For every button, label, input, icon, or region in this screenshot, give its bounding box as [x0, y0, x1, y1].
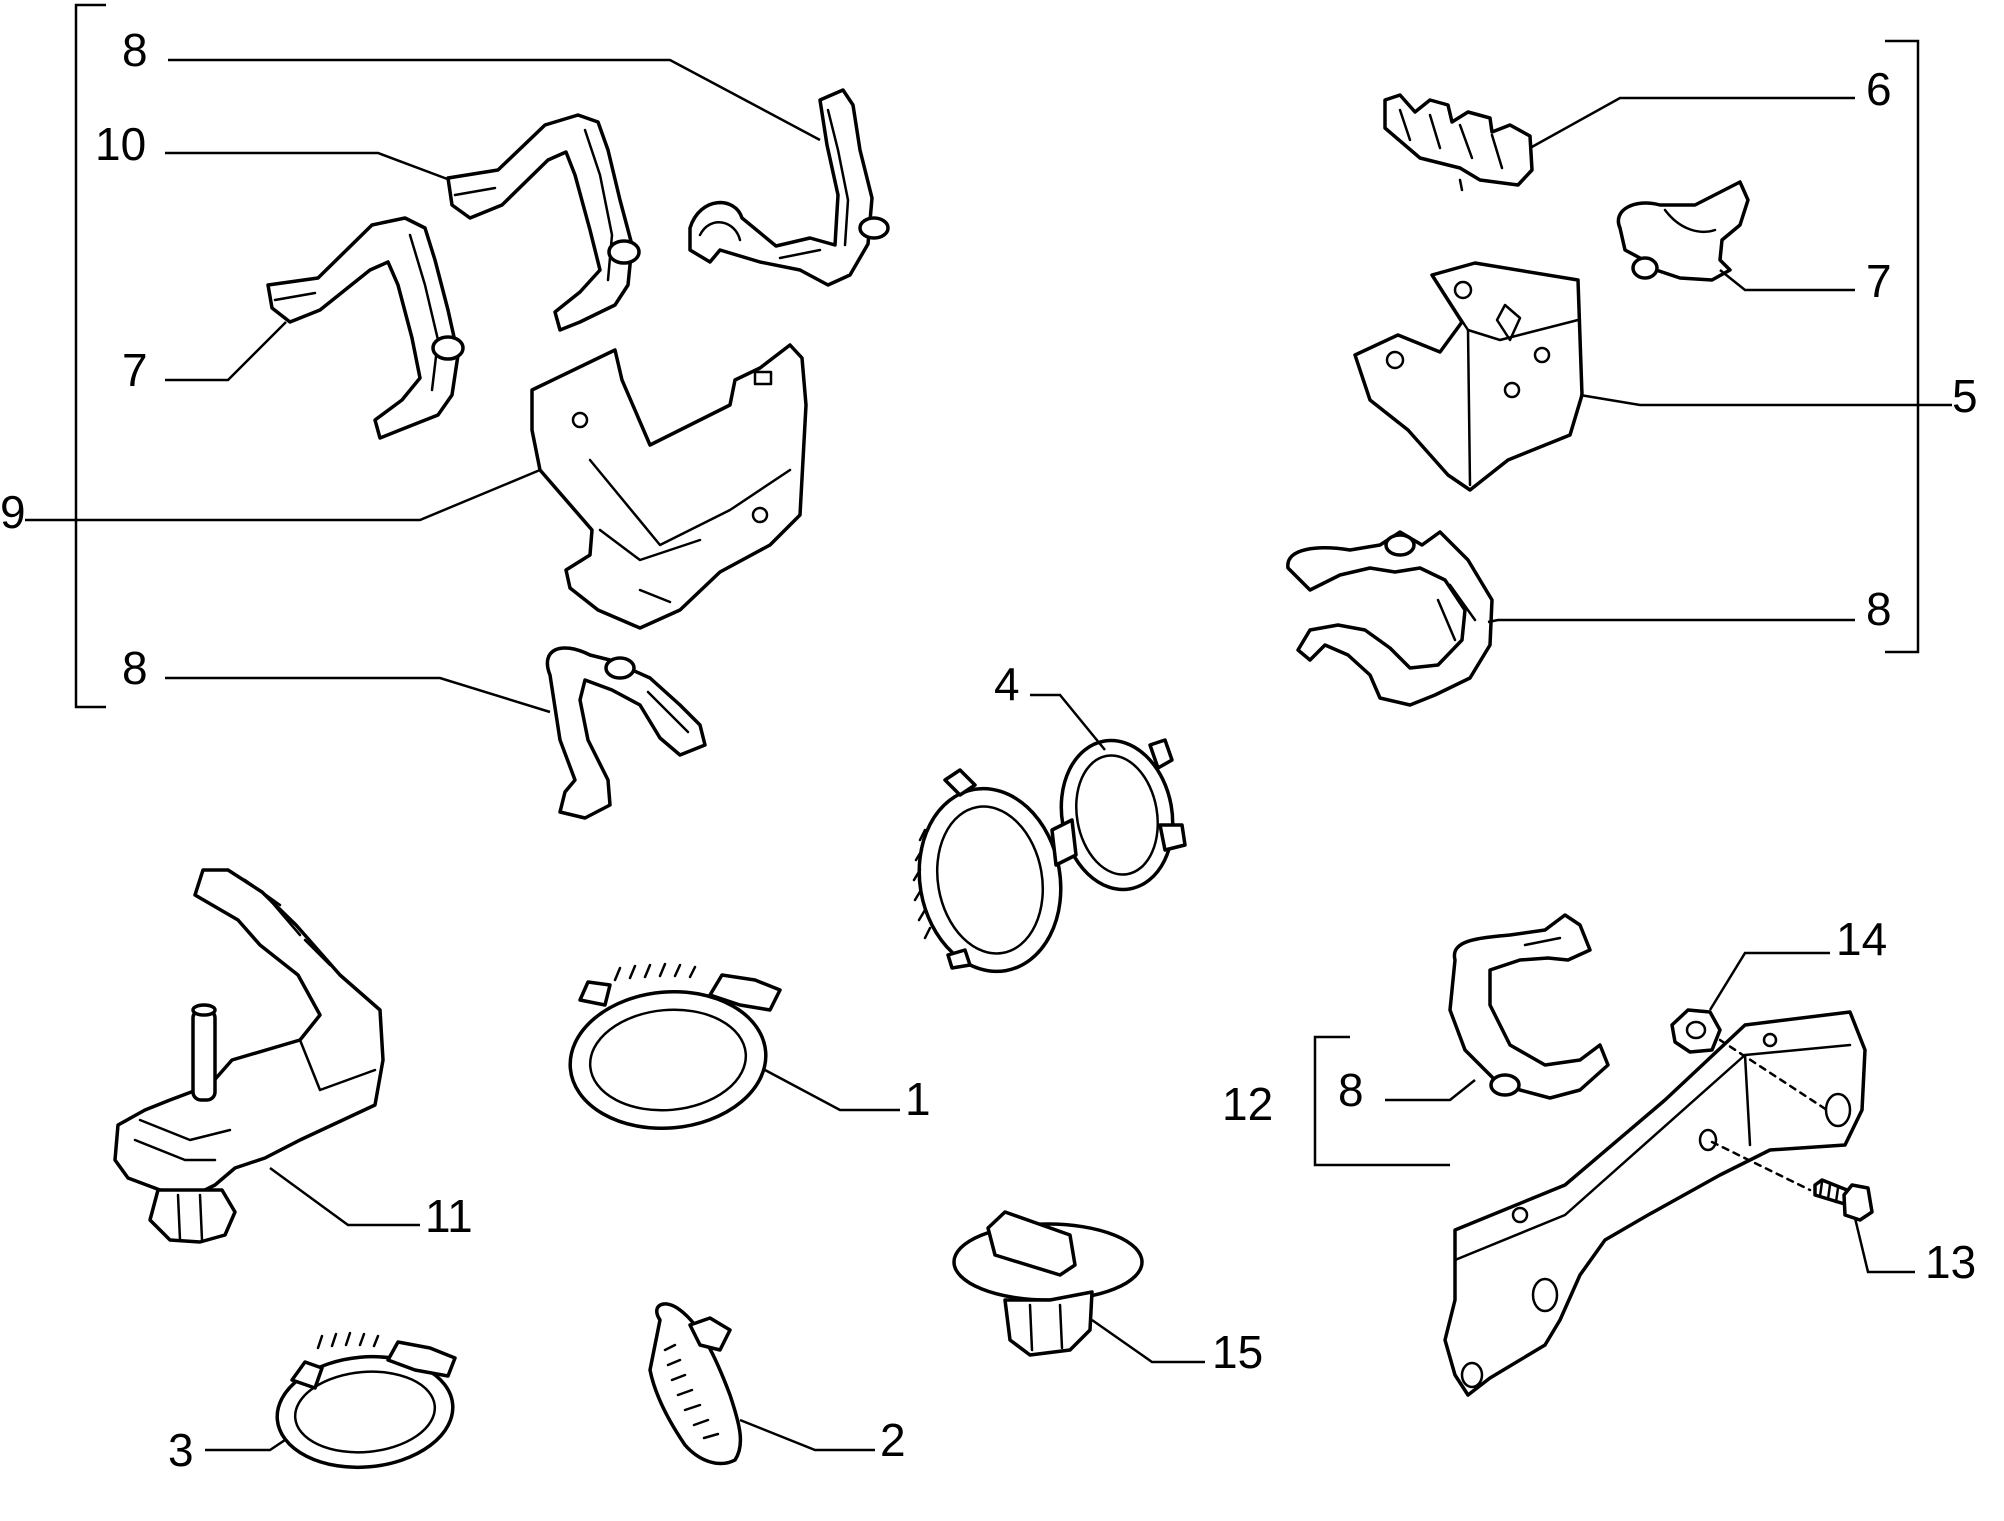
leader-lines [25, 58, 1952, 1452]
part-7-c-clip[interactable] [266, 216, 465, 440]
part-1-hose-clamp[interactable] [564, 962, 782, 1136]
callout-6: 6 [1866, 63, 1892, 115]
part-8-bottom-clip[interactable] [1448, 913, 1610, 1100]
callout-7-left: 7 [122, 344, 148, 396]
callout-9: 9 [0, 486, 26, 538]
part-10-c-clip[interactable] [446, 113, 641, 332]
group-bracket-5 [1885, 39, 1920, 654]
callout-8-right: 8 [1866, 583, 1892, 635]
part-8-left-clip[interactable] [545, 646, 707, 820]
part-4-double-ring[interactable] [905, 732, 1187, 983]
part-14-nut[interactable] [1670, 1008, 1722, 1054]
callout-8-bottom: 8 [1338, 1064, 1364, 1116]
group-bracket-12 [1313, 1035, 1450, 1167]
part-13-bolt[interactable] [1813, 1178, 1874, 1222]
part-3-small-hose-clamp[interactable] [273, 1331, 458, 1474]
callout-8-top: 8 [122, 24, 148, 76]
callout-5: 5 [1952, 370, 1978, 422]
part-9-bracket-plate[interactable] [530, 343, 808, 630]
callout-14: 14 [1836, 913, 1887, 965]
callout-3: 3 [168, 1424, 194, 1476]
callout-12: 12 [1222, 1078, 1273, 1130]
part-2-strap-clamp[interactable] [648, 1302, 743, 1466]
callout-13: 13 [1925, 1236, 1976, 1288]
callout-1: 1 [905, 1073, 931, 1125]
part-15-push-pin[interactable] [952, 1210, 1144, 1357]
callout-10: 10 [95, 118, 146, 170]
callout-7-right: 7 [1866, 255, 1892, 307]
callout-2: 2 [880, 1414, 906, 1466]
part-8-top-clip[interactable] [688, 88, 890, 287]
callout-15: 15 [1212, 1326, 1263, 1378]
part-7-small-clip[interactable] [1616, 180, 1750, 282]
part-12-support-bar[interactable] [1443, 1010, 1867, 1397]
part-11-large-clamp[interactable] [113, 868, 385, 1244]
callout-labels: 8 10 7 9 8 6 7 5 8 4 1 11 14 12 8 13 15 … [0, 24, 1978, 1476]
callout-8-left: 8 [122, 642, 148, 694]
group-bracket-9 [74, 3, 106, 709]
part-5-angled-bracket[interactable] [1353, 261, 1584, 492]
callout-4: 4 [994, 658, 1020, 710]
part-6-comb-holder[interactable] [1383, 93, 1534, 192]
part-8-right-clip[interactable] [1286, 530, 1494, 707]
callout-11: 11 [425, 1190, 473, 1242]
